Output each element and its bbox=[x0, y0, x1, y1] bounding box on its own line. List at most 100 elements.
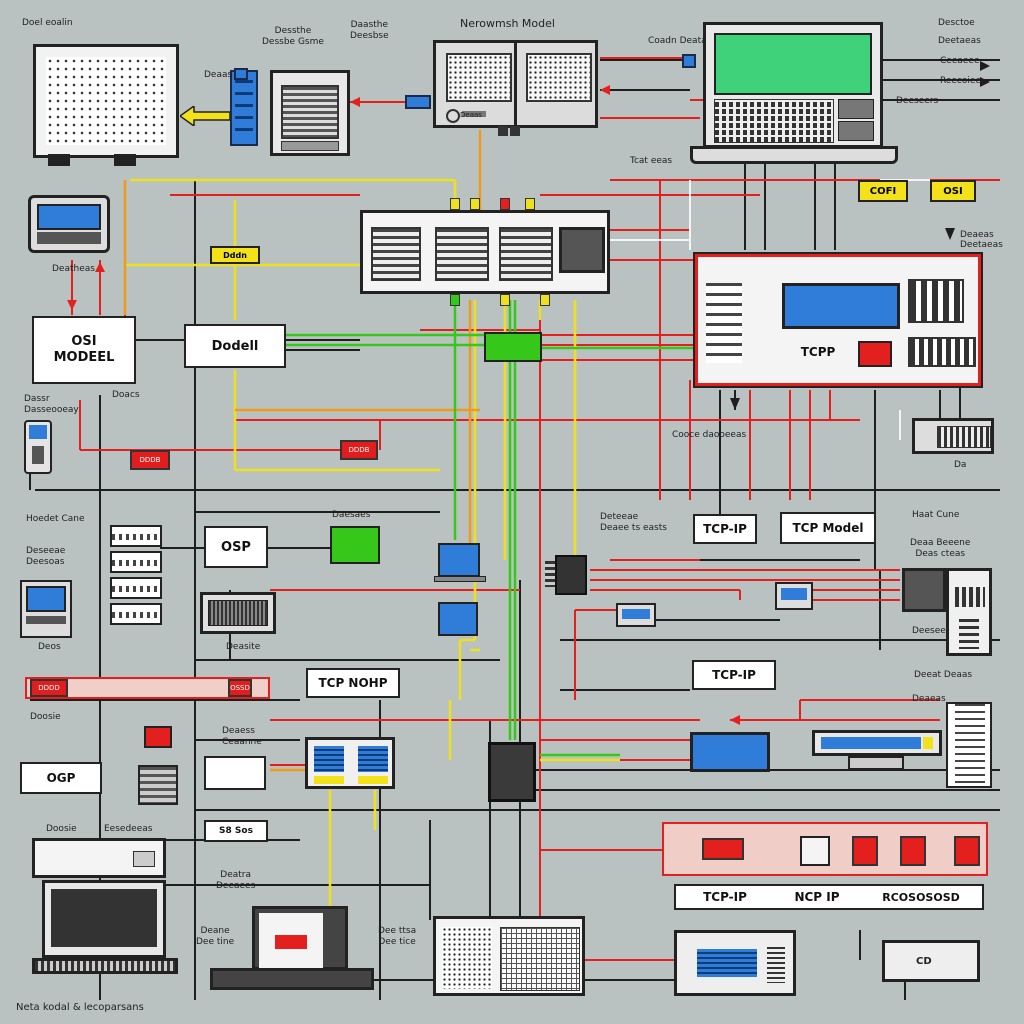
left-label-3: Dassr Dasseooeay bbox=[24, 394, 79, 415]
tag-device-row bbox=[204, 756, 266, 790]
switch-port-green bbox=[450, 294, 460, 306]
diagram-title: Neta kodal & lecoparsans bbox=[16, 1002, 144, 1013]
red-wires bbox=[71, 57, 1000, 961]
right-label-3: Ceeaeee bbox=[940, 56, 980, 66]
left-label-1: Deatheas bbox=[52, 264, 95, 274]
blue-server-rack bbox=[230, 70, 258, 146]
right-keyboard-device bbox=[912, 418, 994, 454]
green-hub bbox=[484, 332, 542, 362]
left-label-12: Deane Dee tine bbox=[196, 926, 235, 947]
left-label-4: Hoedet Cane bbox=[26, 514, 85, 524]
small-monitor-mid-1 bbox=[438, 543, 480, 577]
left-label-10: Eesedeeas bbox=[104, 824, 153, 834]
right-label-1: Desctoe bbox=[938, 18, 975, 28]
switch-port-yellow-1 bbox=[450, 198, 460, 210]
laptop-top-right bbox=[703, 22, 883, 148]
right-label-4: Reecoiee bbox=[940, 76, 981, 86]
blue-connector-top bbox=[234, 68, 248, 80]
port-panel-2 bbox=[110, 551, 162, 573]
left-label-9b: Doosie bbox=[46, 824, 77, 834]
bottom-monitor-center-left bbox=[252, 906, 348, 970]
right-label-5: Deeseers bbox=[896, 96, 939, 106]
bottom-right-device bbox=[674, 930, 796, 996]
rack-connector-b bbox=[510, 126, 520, 136]
rack-label: Coadn Deata bbox=[648, 36, 707, 46]
bottom-left-laptop bbox=[42, 880, 166, 958]
left-label-11: Deatra Deeaees bbox=[216, 870, 256, 891]
black-arrow-heads bbox=[730, 61, 990, 410]
small-monitor-left bbox=[28, 195, 110, 253]
red-tag-4: OSSD bbox=[228, 679, 252, 697]
blue-plug-right bbox=[682, 54, 696, 68]
bottom-center-server bbox=[433, 916, 585, 996]
red-button-4 bbox=[954, 836, 980, 866]
right-label-2: Deetaeas bbox=[938, 36, 981, 46]
monitor-left-mid bbox=[20, 580, 72, 638]
central-switch bbox=[360, 210, 610, 294]
monitor-top-left bbox=[33, 44, 179, 158]
monitor-stand-right bbox=[114, 154, 136, 166]
blue-device-stand bbox=[848, 756, 904, 770]
bottom-monitor-base bbox=[210, 968, 374, 990]
right-label-g: Deaeas bbox=[960, 230, 994, 240]
left-label-9: Doosie bbox=[30, 712, 61, 722]
dodell-box: Dodell bbox=[184, 324, 286, 368]
osp-box-2: OGP bbox=[20, 762, 102, 794]
tcp-model-box: TCP Model bbox=[780, 512, 876, 544]
right-keypad bbox=[946, 568, 992, 656]
server-top-grey bbox=[270, 70, 350, 156]
bottom-rcos-box: RCOSOSOSD bbox=[860, 884, 984, 910]
red-alarm-icon bbox=[144, 726, 172, 748]
bottom-ncp-ip-box: NCP IP bbox=[774, 884, 860, 910]
tcpp-control-panel bbox=[693, 252, 983, 388]
switch-port-yellow-5 bbox=[540, 294, 550, 306]
bottom-left-laptop-base bbox=[32, 958, 178, 974]
laptop-base bbox=[690, 146, 898, 164]
yellow-tag-center: Dddn bbox=[210, 246, 260, 264]
left-label-6: Deos bbox=[38, 642, 61, 652]
red-tag-3: DDDD bbox=[30, 679, 68, 697]
port-panel-1 bbox=[110, 525, 162, 547]
port-panel-4 bbox=[110, 603, 162, 625]
tcp-pip-box: TCP-IP bbox=[692, 660, 776, 690]
mid-label-1: Daesaes bbox=[332, 510, 371, 520]
arrow-heads bbox=[67, 85, 740, 725]
mid-label-3: Deteeae Deaee ts easts bbox=[600, 512, 667, 533]
handheld-device bbox=[24, 420, 52, 474]
dark-panel-mid bbox=[200, 592, 276, 634]
port-panel-3 bbox=[110, 577, 162, 599]
blue-screen-mid bbox=[690, 732, 770, 772]
device-top2-label: Daasthe Deesbse bbox=[350, 20, 389, 41]
dual-blue-unit bbox=[305, 737, 395, 789]
red-long-bar bbox=[25, 677, 270, 699]
corner-label: Doel eoalin bbox=[22, 18, 73, 28]
left-label-5: Deseeae Deesoas bbox=[26, 546, 66, 567]
red-tag-1: DDDB bbox=[130, 450, 170, 470]
mid-label-4: Cooce daooeeas bbox=[672, 430, 747, 440]
left-label-13: Dee ttsa Dee tice bbox=[378, 926, 417, 947]
rack-bottom-label: Deaas bbox=[460, 111, 482, 119]
arrow-top-label: Deaas bbox=[204, 70, 233, 80]
mid-label: Tcat eeas bbox=[630, 156, 673, 166]
small-monitor-right-1 bbox=[775, 582, 813, 610]
green-module bbox=[330, 526, 380, 564]
left-label-2: Doacs bbox=[112, 390, 140, 400]
yellow-tag-osi: OSI bbox=[930, 180, 976, 202]
grey-fan-unit bbox=[138, 765, 178, 805]
green-wires bbox=[285, 300, 695, 757]
right-label-c: Deesee bbox=[912, 626, 946, 636]
red-button-2 bbox=[852, 836, 878, 866]
red-tag-2: DDDB bbox=[340, 440, 378, 460]
bottom-tcp-ip-box: TCP-IP bbox=[674, 884, 774, 910]
left-label-7: Deasite bbox=[226, 642, 261, 652]
monitor-stand-left bbox=[48, 154, 70, 166]
switch-port-red bbox=[500, 198, 510, 210]
small-monitor-mid-1-base bbox=[434, 576, 486, 582]
small-monitor-right-2 bbox=[616, 603, 656, 627]
right-label-e: Deaeas bbox=[912, 694, 946, 704]
orange-wires bbox=[123, 130, 482, 772]
blue-plug-icon bbox=[405, 95, 431, 109]
right-label-b: Haat Cune bbox=[912, 510, 960, 520]
right-label-d: Deeat Deaas bbox=[914, 670, 973, 680]
